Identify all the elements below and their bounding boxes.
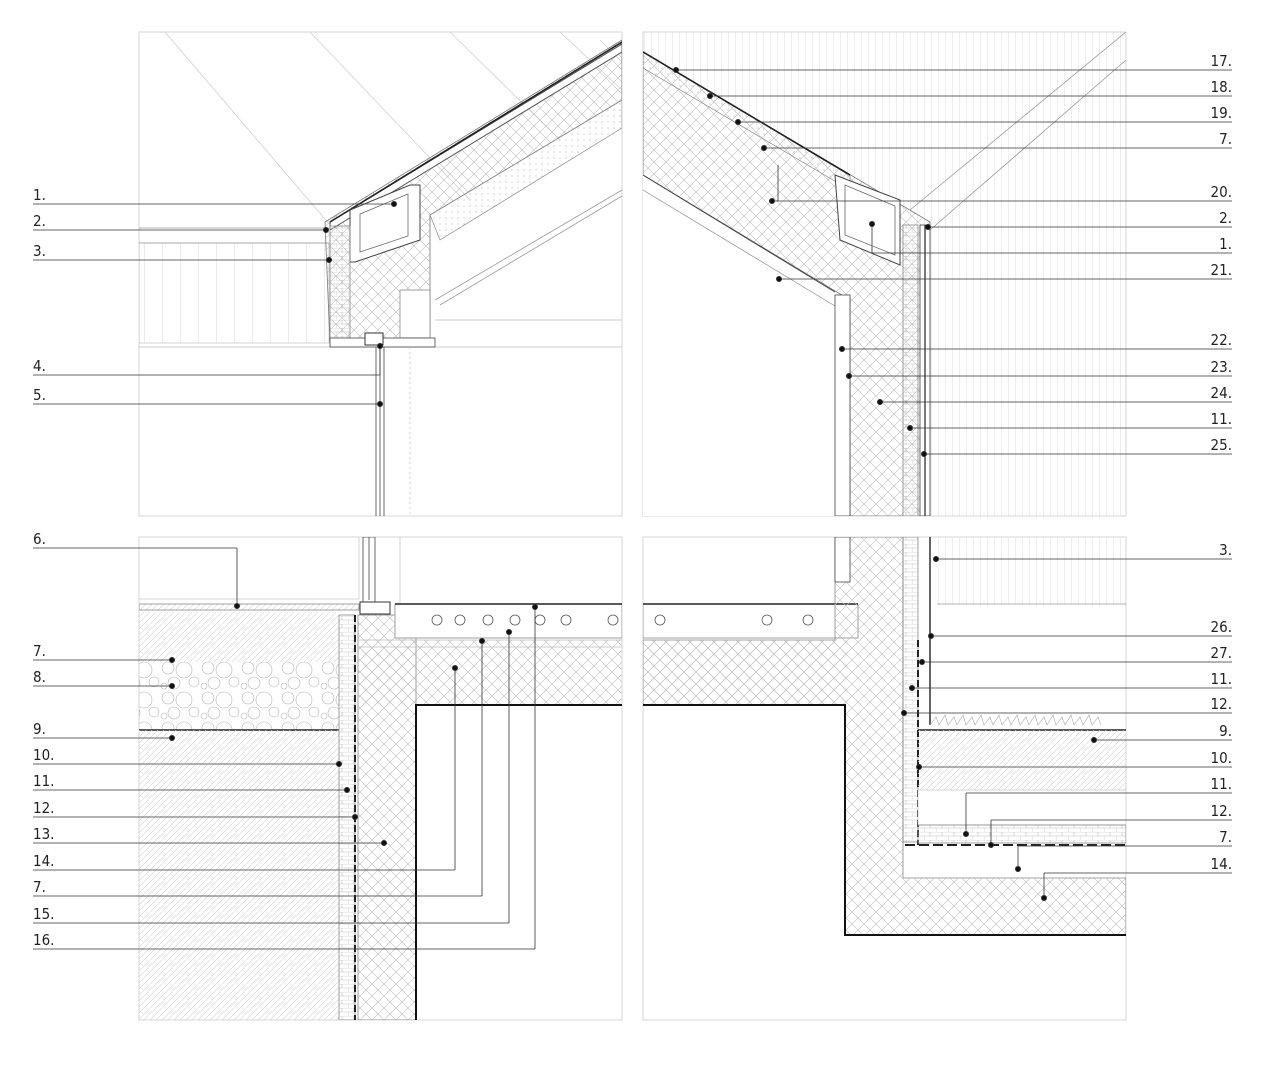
- leader-right-14: [1041, 872, 1232, 902]
- label-right: 7.: [1219, 828, 1232, 846]
- label-right: 22.: [1211, 331, 1232, 349]
- leader-right-17: [673, 67, 1232, 74]
- leader-right-7: [761, 144, 1232, 151]
- leader-right-26: [928, 633, 1232, 640]
- leader-right-22: [839, 345, 1232, 352]
- label-right: 19.: [1211, 104, 1232, 122]
- label-left: 7.: [33, 878, 46, 896]
- label-right: 9.: [1219, 722, 1232, 740]
- label-right: 1.: [1219, 235, 1232, 253]
- leader-right-12b: [988, 819, 1232, 849]
- leader-left-1: [33, 200, 397, 207]
- label-right: 27.: [1211, 644, 1232, 662]
- leader-right-21: [776, 275, 1232, 282]
- label-left: 1.: [33, 186, 46, 204]
- leader-right-9: [1091, 737, 1232, 744]
- label-right: 2.: [1219, 209, 1232, 227]
- label-left: 2.: [33, 212, 46, 230]
- label-left: 6.: [33, 530, 46, 548]
- leader-left-5: [33, 400, 383, 407]
- leader-right-27: [919, 659, 1232, 666]
- label-left: 12.: [33, 799, 54, 817]
- left-leaders: [33, 200, 539, 950]
- leader-right-11c: [963, 792, 1232, 838]
- label-right: 12.: [1211, 802, 1232, 820]
- label-left: 16.: [33, 931, 54, 949]
- label-right: 10.: [1211, 749, 1232, 767]
- label-right: 12.: [1211, 695, 1232, 713]
- label-right: 11.: [1211, 670, 1232, 688]
- leader-right-11: [907, 424, 1232, 431]
- leader-right-23: [846, 372, 1232, 379]
- label-right: 11.: [1211, 410, 1232, 428]
- leader-left-3: [33, 256, 332, 263]
- panel-top-right: [642, 31, 1127, 517]
- leader-left-6: [33, 547, 240, 610]
- leader-left-11: [33, 787, 350, 794]
- label-right: 26.: [1211, 618, 1232, 636]
- leader-right-2: [925, 223, 1232, 230]
- leader-left-10: [33, 761, 342, 768]
- left-label-group: 1. 2. 3. 4. 5. 6. 7. 8. 9. 10. 11. 12. 1…: [33, 186, 54, 949]
- leader-right-12: [901, 710, 1232, 717]
- label-left: 10.: [33, 746, 54, 764]
- label-right: 23.: [1211, 358, 1232, 376]
- leader-right-20: [769, 165, 1232, 204]
- leader-right-10: [916, 764, 1232, 771]
- label-left: 8.: [33, 668, 46, 686]
- leader-right-7b: [1015, 845, 1232, 873]
- label-left: 11.: [33, 772, 54, 790]
- label-left: 15.: [33, 905, 54, 923]
- label-right: 7.: [1219, 130, 1232, 148]
- label-left: 5.: [33, 386, 46, 404]
- leader-left-14: [33, 665, 458, 871]
- leader-right-24: [877, 398, 1232, 405]
- panel-bottom-left: [138, 536, 623, 1021]
- leader-right-3: [933, 556, 1232, 563]
- label-right: 25.: [1211, 436, 1232, 454]
- leader-left-9: [33, 735, 175, 742]
- leader-right-11b: [909, 685, 1232, 692]
- right-leaders: [673, 67, 1232, 902]
- label-right: 18.: [1211, 78, 1232, 96]
- label-left: 13.: [33, 825, 54, 843]
- leader-left-12: [33, 814, 358, 821]
- leader-left-15: [33, 629, 512, 924]
- leader-left-7b: [33, 638, 485, 897]
- panel-top-left: [138, 31, 623, 517]
- label-right: 24.: [1211, 384, 1232, 402]
- leader-right-18: [707, 93, 1232, 100]
- leader-right-1: [869, 220, 1232, 254]
- label-left: 3.: [33, 242, 46, 260]
- leader-right-19: [735, 119, 1232, 126]
- leader-left-2: [33, 226, 329, 233]
- label-right: 17.: [1211, 52, 1232, 70]
- leader-left-4: [33, 342, 383, 376]
- leader-left-7: [33, 657, 175, 664]
- leader-left-8: [33, 683, 175, 690]
- panel-bottom-right: [642, 536, 1127, 1021]
- label-left: 4.: [33, 357, 46, 375]
- label-left: 9.: [33, 720, 46, 738]
- leader-right-25: [921, 450, 1232, 457]
- label-right: 3.: [1219, 541, 1232, 559]
- leader-left-16: [33, 604, 539, 950]
- label-left: 7.: [33, 642, 46, 660]
- right-label-group: 17. 18. 19. 7. 20. 2. 1. 21. 22. 23. 24.…: [1211, 52, 1232, 873]
- label-right: 21.: [1211, 261, 1232, 279]
- label-right: 20.: [1211, 183, 1232, 201]
- label-right: 11.: [1211, 775, 1232, 793]
- label-right: 14.: [1211, 855, 1232, 873]
- label-left: 14.: [33, 852, 54, 870]
- leader-left-13: [33, 840, 387, 847]
